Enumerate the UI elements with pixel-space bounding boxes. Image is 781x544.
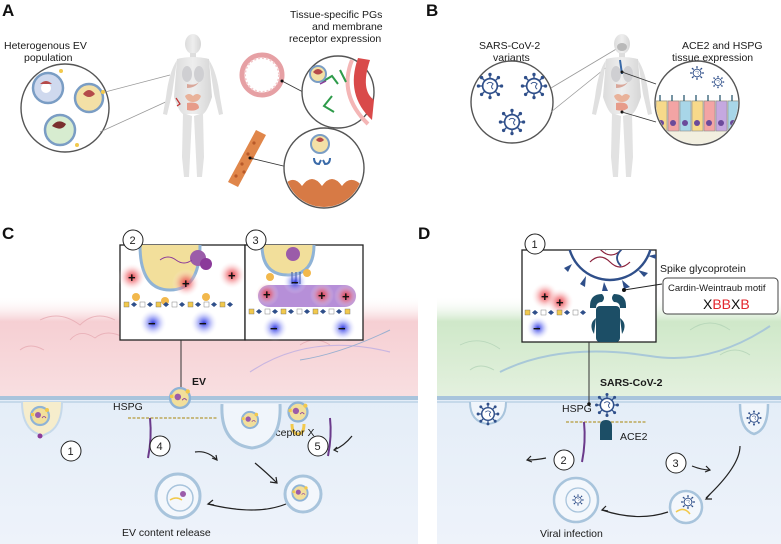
motif-sequence: XBBXB (703, 296, 750, 312)
motif-bb: BB (712, 296, 731, 312)
intestine-zoom-circle (283, 127, 365, 209)
step-4-number: 4 (157, 441, 163, 453)
positive-charge: + (182, 276, 190, 291)
motif-title: Cardin-Weintraub motif (668, 283, 766, 294)
hspg-chain-c (128, 417, 218, 459)
motif-x2: X (731, 296, 741, 312)
pg-label-line2: and membrane (312, 21, 383, 33)
ev-population-circle (20, 63, 110, 153)
negative-charge: − (533, 321, 541, 336)
negative-charge: − (291, 275, 299, 290)
viral-infection-label: Viral infection (540, 528, 603, 540)
positive-charge: + (318, 288, 326, 303)
ev-label: EV (192, 376, 206, 388)
negative-charge: − (270, 321, 278, 336)
sars-cov-2-label: SARS-CoV-2 (600, 377, 663, 389)
motif-b: B (740, 296, 749, 312)
pg-label-line1: Tissue-specific PGs (290, 9, 382, 21)
hspg-chain-d (566, 421, 646, 463)
positive-charge: + (541, 289, 549, 304)
ace2-receptor: ACE2 (600, 420, 648, 443)
viral-infection-vesicle (552, 476, 600, 524)
step-2-number-d: 2 (561, 455, 567, 467)
negative-charge: − (199, 316, 207, 331)
virus-variants-label-line2: variants (493, 52, 530, 64)
step-2-number: 2 (130, 235, 136, 247)
panel-d-letter: D (418, 224, 430, 243)
ace2-label: ACE2 (620, 431, 648, 443)
virion-budding-left (469, 401, 507, 427)
step-1-number-d: 1 (532, 239, 538, 251)
inset-spike-binding: + + − (521, 233, 657, 343)
positive-charge: + (128, 270, 136, 285)
pathway-arrows-d (525, 445, 741, 518)
motif-x1: X (703, 296, 713, 312)
endocytosis-d (738, 403, 770, 436)
blood-vessel-ring (239, 52, 285, 98)
positive-charge: + (263, 287, 271, 302)
step-3-number: 3 (253, 235, 259, 247)
sars-cov-2-virion-bound: SARS-CoV-2 (594, 377, 663, 418)
panel-d: D (418, 224, 781, 544)
intestine-segment (228, 130, 266, 187)
tissue-pg-circle (301, 55, 375, 129)
human-figure-a (163, 34, 223, 177)
ev-bound-hspg: EV (168, 376, 206, 410)
cytoplasm-c (0, 398, 418, 544)
inset-electrostatic-binding: + + + − (118, 229, 246, 341)
panel-b: B SARS-CoV-2 variants ACE2 and HSPG tiss… (426, 1, 763, 177)
panel-c-letter: C (2, 224, 14, 243)
human-figure-b (592, 34, 652, 177)
panel-a-letter: A (2, 1, 14, 20)
panel-c: C + + + (0, 224, 418, 544)
ev-population-label-line2: population (24, 52, 73, 64)
spike-glycoprotein-label: Spike glycoprotein (660, 263, 746, 275)
tissue-expression-label-line1: ACE2 and HSPG (682, 40, 763, 52)
positive-charge: + (342, 289, 350, 304)
panel-a: A Heterogenous EV population Tissue-s (2, 1, 383, 209)
endocytic-vesicle-c (220, 403, 282, 450)
step-5-number: 5 (315, 441, 321, 453)
negative-charge: − (338, 321, 346, 336)
pathway-arrows-c (194, 435, 353, 511)
panel-b-letter: B (426, 1, 438, 20)
cardin-weintraub-motif-box: Cardin-Weintraub motif XBBXB (662, 277, 779, 315)
virus-variants-circle (470, 60, 554, 144)
ev-content-release-label: EV content release (122, 527, 211, 539)
pg-label-line3: receptor expression (289, 33, 381, 45)
endosome-c (283, 474, 323, 514)
tissue-expression-circle (654, 60, 740, 146)
hspg-label-d: HSPG (562, 403, 592, 415)
ev-population-label-line1: Heterogenous EV (4, 40, 87, 52)
step-1-ev-fusion: 1 (21, 401, 82, 462)
tissue-expression-label-line2: tissue expression (672, 52, 753, 64)
endosome-d (668, 489, 704, 525)
inset-receptor-binding: + + + − − − (244, 229, 364, 341)
positive-charge: + (556, 295, 564, 310)
step-3-number-d: 3 (673, 458, 679, 470)
virus-variants-label-line1: SARS-CoV-2 (479, 40, 540, 52)
ev-release-vesicle (154, 472, 202, 520)
step-1-number: 1 (68, 446, 74, 458)
negative-charge: − (148, 316, 156, 331)
hspg-label-c: HSPG (113, 401, 143, 413)
positive-charge: + (228, 268, 236, 283)
